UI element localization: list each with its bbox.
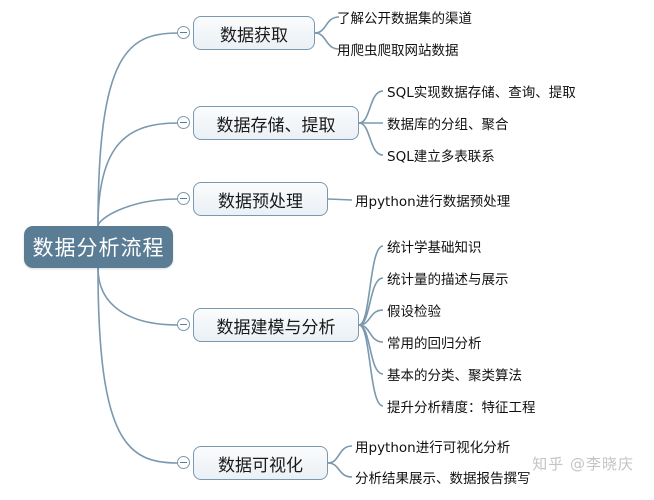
branch-node-data-acquisition[interactable]: 数据获取 (193, 16, 315, 50)
connector-line (327, 462, 353, 478)
connector-line (327, 198, 353, 201)
watermark: 知乎 @李晓庆 (532, 455, 634, 473)
leaf-item[interactable]: 统计量的描述与展示 (387, 272, 509, 288)
connector-line (358, 122, 384, 156)
branch-node-modeling[interactable]: 数据建模与分析 (193, 308, 359, 342)
leaf-item[interactable]: 了解公开数据集的渠道 (337, 11, 472, 27)
collapse-toggle-icon[interactable] (177, 318, 190, 331)
connector-line (97, 267, 179, 326)
leaf-item[interactable]: 假设检验 (387, 304, 441, 320)
leaf-item[interactable]: 常用的回归分析 (387, 336, 482, 352)
connector-line (358, 324, 384, 407)
connector-line (314, 16, 340, 34)
leaf-item[interactable]: SQL实现数据存储、查询、提取 (387, 85, 576, 101)
branch-label: 数据建模与分析 (216, 317, 336, 338)
connector-line (358, 277, 384, 326)
collapse-toggle-icon[interactable] (177, 116, 190, 129)
connector-line (97, 32, 179, 227)
leaf-item[interactable]: 用python进行可视化分析 (355, 440, 511, 456)
branch-label: 数据可视化 (218, 455, 303, 476)
connector-line (358, 90, 384, 124)
collapse-toggle-icon[interactable] (177, 456, 190, 469)
branch-label: 数据获取 (220, 25, 288, 46)
leaf-item[interactable]: 数据库的分组、聚合 (387, 117, 509, 133)
root-node-label: 数据分析流程 (32, 236, 165, 260)
branch-node-preprocessing[interactable]: 数据预处理 (193, 182, 328, 216)
connector-line (97, 122, 179, 227)
leaf-item[interactable]: 提升分析精度：特征工程 (387, 400, 536, 416)
leaf-item[interactable]: SQL建立多表联系 (387, 149, 495, 165)
branch-label: 数据预处理 (218, 191, 303, 212)
leaf-item[interactable]: 统计学基础知识 (387, 240, 482, 256)
root-node[interactable]: 数据分析流程 (24, 226, 173, 268)
collapse-toggle-icon[interactable] (177, 26, 190, 39)
leaf-item[interactable]: 用python进行数据预处理 (355, 194, 511, 210)
branch-label: 数据存储、提取 (216, 115, 336, 136)
collapse-toggle-icon[interactable] (177, 192, 190, 205)
leaf-item[interactable]: 分析结果展示、数据报告撰写 (355, 471, 531, 487)
connector-line (327, 445, 353, 464)
branch-node-visualization[interactable]: 数据可视化 (193, 446, 328, 480)
branch-node-data-storage[interactable]: 数据存储、提取 (193, 106, 359, 140)
connector-line (314, 32, 340, 50)
connector-line (358, 245, 384, 326)
leaf-item[interactable]: 基本的分类、聚类算法 (387, 368, 522, 384)
connector-line (97, 198, 179, 227)
connector-line (97, 267, 179, 464)
leaf-item[interactable]: 用爬虫爬取网站数据 (337, 43, 459, 59)
